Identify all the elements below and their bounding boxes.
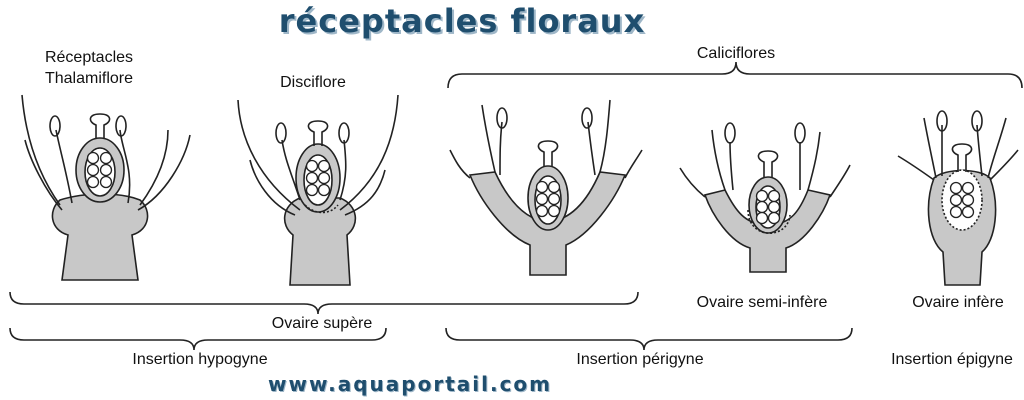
brace-caliciflores bbox=[447, 61, 1023, 89]
label-insertion-perigyne: Insertion périgyne bbox=[576, 351, 704, 368]
diagram-title: réceptacles floraux bbox=[278, 2, 646, 40]
label-receptacles: Réceptacles bbox=[44, 49, 134, 66]
label-ovaire-supere: Ovaire supère bbox=[271, 315, 373, 332]
label-caliciflores: Caliciflores bbox=[696, 45, 776, 62]
label-insertion-epigyne: Insertion épigyne bbox=[891, 351, 1013, 368]
label-ovaire-semi-infere: Ovaire semi-infère bbox=[696, 294, 828, 311]
label-insertion-hypogyne: Insertion hypogyne bbox=[132, 351, 268, 368]
website-url: www.aquaportail.com bbox=[267, 372, 553, 396]
label-thalamiflore: Thalamiflore bbox=[44, 70, 134, 87]
brace-insertion-perigyne bbox=[445, 327, 853, 351]
label-ovaire-infere: Ovaire infère bbox=[912, 294, 1004, 311]
label-disciflore: Disciflore bbox=[280, 74, 346, 91]
brace-insertion-hypogyne bbox=[9, 327, 387, 351]
brace-ovaire-supere bbox=[9, 291, 639, 315]
flower-thalamiflore bbox=[21, 94, 191, 281]
